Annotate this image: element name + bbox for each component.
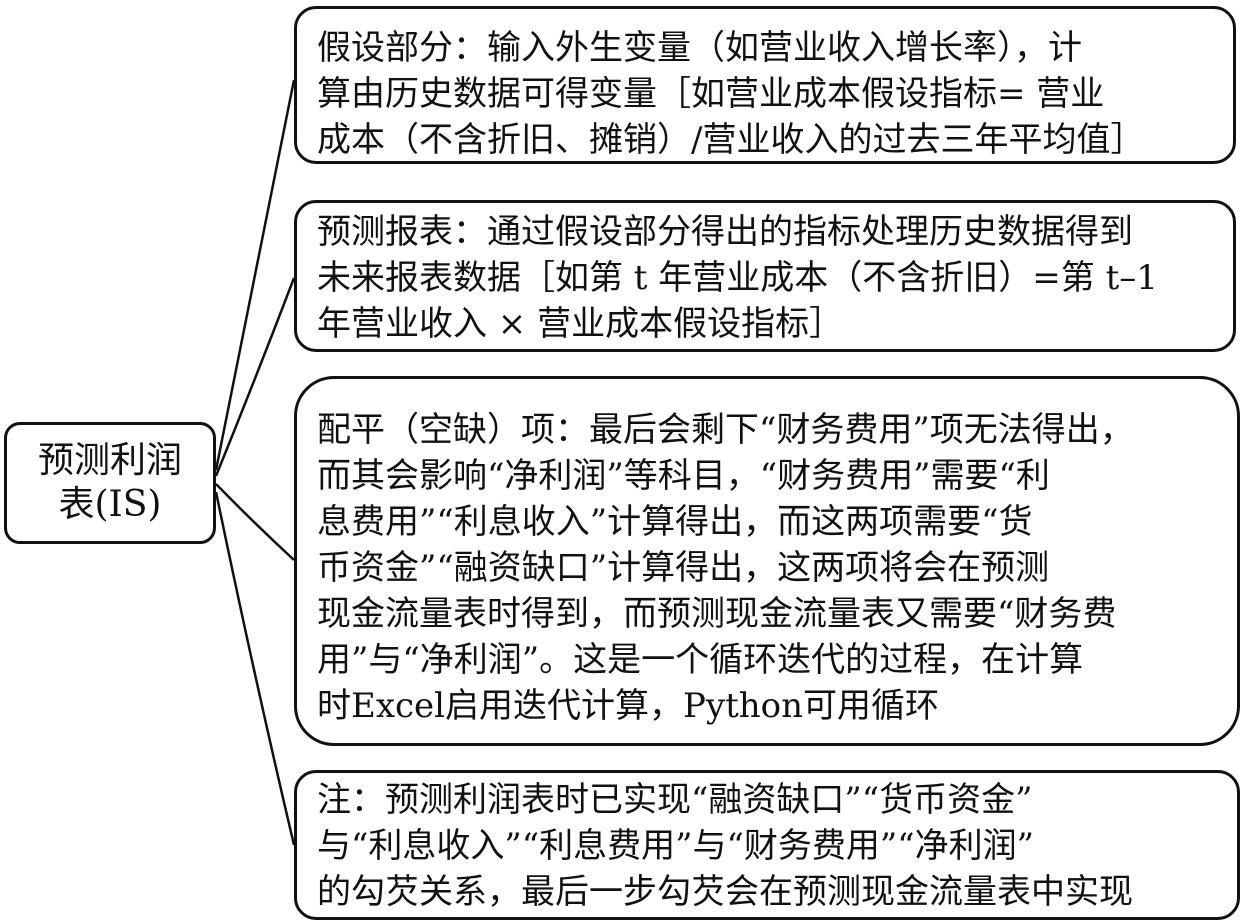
connector-to-note	[214, 491, 296, 846]
node-text: 预测报表：通过假设部分得出的指标处理历史数据得到 未来报表数据［如第 t 年营业…	[317, 209, 1221, 347]
root-node: 预测利润表(IS)	[4, 422, 216, 544]
node-assumptions: 假设部分：输入外生变量（如营业收入增长率），计 算由历史数据可得变量［如营业成本…	[294, 6, 1236, 164]
node-note: 注：预测利润表时已实现“融资缺口”“货币资金” 与“利息收入”“利息费用”与“财…	[294, 770, 1240, 920]
connector-to-assumptions	[214, 79, 296, 471]
text-line: 与“利息收入”“利息费用”与“财务费用”“净利润”	[317, 826, 1035, 866]
root-label: 预测利润表(IS)	[37, 440, 182, 525]
node-plug-item: 配平（空缺）项：最后会剩下“财务费用”项无法得出， 而其会影响“净利润”等科目，…	[294, 376, 1240, 746]
connector-to-forecast-statements	[214, 277, 296, 477]
text-line: 注：预测利润表时已实现“融资缺口”“货币资金”	[317, 780, 1033, 820]
text-line: 时Excel启用迭代计算，Python可用循环	[317, 686, 940, 726]
text-line: 未来报表数据［如第 t 年营业成本（不含折旧）=第 t–1	[317, 258, 1158, 298]
text-line: 用”与“净利润”。这是一个循环迭代的过程，在计算	[317, 640, 1084, 680]
node-text: 假设部分：输入外生变量（如营业收入增长率），计 算由历史数据可得变量［如营业成本…	[317, 25, 1221, 163]
text-line: 配平（空缺）项：最后会剩下“财务费用”项无法得出，	[317, 410, 1134, 450]
text-line: 成本（不含折旧、摊销）/营业收入的过去三年平均值］	[317, 120, 1145, 160]
connector-to-plug-item	[215, 483, 295, 561]
text-line: 预测报表：通过假设部分得出的指标处理历史数据得到	[317, 212, 1133, 252]
node-text: 配平（空缺）项：最后会剩下“财务费用”项无法得出， 而其会影响“净利润”等科目，…	[317, 407, 1225, 729]
node-forecast-statements: 预测报表：通过假设部分得出的指标处理历史数据得到 未来报表数据［如第 t 年营业…	[294, 200, 1236, 352]
text-line: 而其会影响“净利润”等科目，“财务费用”需要“利	[317, 456, 1050, 496]
text-line: 年营业收入 × 营业成本假设指标］	[317, 304, 844, 344]
text-line: 币资金”“融资缺口”计算得出，这两项将会在预测	[317, 548, 1050, 588]
text-line: 息费用”“利息收入”计算得出，而这两项需要“货	[317, 502, 1033, 542]
text-line: 的勾芡关系，最后一步勾芡会在预测现金流量表中实现	[317, 872, 1133, 912]
text-line: 现金流量表时得到，而预测现金流量表又需要“财务费	[317, 594, 1117, 634]
text-line: 算由历史数据可得变量［如营业成本假设指标= 营业	[317, 74, 1105, 114]
text-line: 假设部分：输入外生变量（如营业收入增长率），计	[317, 28, 1082, 68]
node-text: 注：预测利润表时已实现“融资缺口”“货币资金” 与“利息收入”“利息费用”与“财…	[317, 777, 1225, 915]
